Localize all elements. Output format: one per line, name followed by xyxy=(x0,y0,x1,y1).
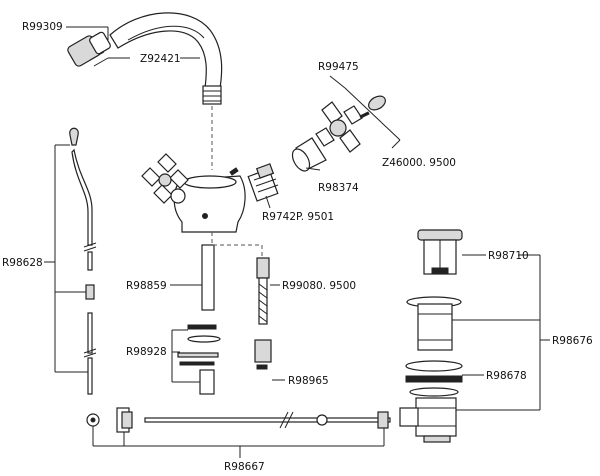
label-r99475: R99475 xyxy=(318,61,359,73)
label-r98965: R98965 xyxy=(288,375,329,387)
label-r98374: R98374 xyxy=(318,182,359,194)
label-r98928: R98928 xyxy=(126,346,167,358)
label-r99080: R99080. 9500 xyxy=(282,280,356,292)
bell-cover-drawing xyxy=(291,137,327,172)
waste-pipe-drawing xyxy=(399,397,457,443)
leader-lines xyxy=(44,26,550,458)
label-z92421: Z92421 xyxy=(140,53,181,65)
linkage-rod-drawing xyxy=(86,407,391,433)
mixer-body-drawing xyxy=(141,153,246,233)
extension-rod-drawing xyxy=(201,244,215,311)
waste-plug-drawing xyxy=(417,229,463,275)
label-r98676: R98676 xyxy=(552,335,593,347)
right-cross-handle-drawing xyxy=(315,101,363,153)
waste-washers-drawing xyxy=(405,360,463,397)
left-cross-handle-drawing xyxy=(141,153,189,204)
part-labels: R99309 Z92421 R99475 R98374 Z46000. 9500… xyxy=(2,21,593,473)
washer-set-drawing xyxy=(177,324,221,395)
label-r98667: R98667 xyxy=(224,461,265,473)
label-r99309: R99309 xyxy=(22,21,63,33)
label-r98678: R98678 xyxy=(486,370,527,382)
flexible-hose-drawing xyxy=(211,232,272,370)
waste-body-drawing xyxy=(406,296,462,351)
label-r98710: R98710 xyxy=(488,250,529,262)
indicator-cap-drawing xyxy=(359,95,386,119)
aerator-drawing xyxy=(67,31,111,67)
pull-rod-drawing xyxy=(69,127,97,395)
label-r9742p: R9742P. 9501 xyxy=(262,211,334,223)
cartridge-drawing xyxy=(247,163,279,202)
spout-drawing xyxy=(109,12,223,170)
label-z46000: Z46000. 9500 xyxy=(382,157,456,169)
label-r98859: R98859 xyxy=(126,280,167,292)
label-r98628: R98628 xyxy=(2,257,43,269)
